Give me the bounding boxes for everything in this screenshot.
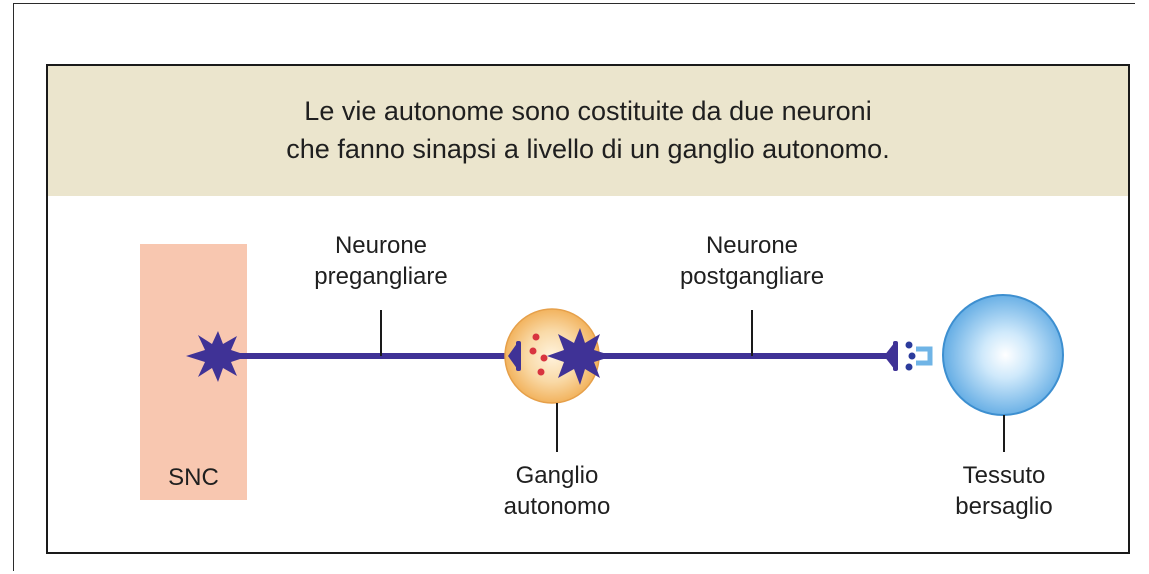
preganglionic-terminal: [508, 342, 518, 370]
neurotransmitter-dot: [908, 352, 916, 360]
preganglionic-label-line-1: Neurone: [334, 232, 428, 259]
neurotransmitter-dot: [537, 368, 545, 376]
postganglionic-label: Neurone postgangliare: [652, 230, 852, 292]
ganglion-label-line-1: Ganglio: [515, 462, 599, 489]
preganglionic-terminal-bulb: [516, 341, 521, 371]
postganglionic-terminal: [884, 342, 895, 370]
figure-box: Le vie autonome sono costituite da due n…: [46, 64, 1130, 554]
caption-line-1: Le vie autonome sono costituite da due n…: [304, 96, 872, 126]
preganglionic-label: Neurone pregangliare: [291, 230, 471, 292]
preganglionic-label-line-2: pregangliare: [314, 263, 448, 290]
neurotransmitter-dot: [905, 363, 913, 371]
neurotransmitter-dot: [905, 341, 913, 349]
postganglionic-label-line-2: postgangliare: [679, 263, 825, 290]
target-cell: [942, 294, 1064, 416]
caption-line-2: che fanno sinapsi a livello di un gangli…: [286, 134, 890, 164]
figure-caption: Le vie autonome sono costituite da due n…: [48, 92, 1128, 168]
ganglion-label: Ganglio autonomo: [477, 460, 637, 522]
cns-region: [140, 244, 247, 500]
preganglionic-soma: [186, 331, 249, 382]
cns-label: SNC: [140, 462, 247, 493]
neurotransmitter-dot: [532, 333, 540, 341]
pathway-diagram: [140, 244, 1064, 500]
target-tissue-label: Tessuto bersaglio: [924, 460, 1084, 522]
postganglionic-terminal-bulb: [893, 341, 898, 371]
ganglion-label-line-2: autonomo: [503, 493, 611, 520]
target-label-line-2: bersaglio: [955, 493, 1053, 520]
target-receptor: [916, 346, 933, 366]
cns-label-text: SNC: [168, 464, 219, 491]
page-frame: [13, 3, 1135, 571]
header-band: Le vie autonome sono costituite da due n…: [48, 66, 1128, 196]
neurotransmitter-dot: [529, 347, 537, 355]
postganglionic-label-line-1: Neurone: [705, 232, 799, 259]
neurotransmitter-dot: [540, 354, 548, 362]
target-label-line-1: Tessuto: [962, 462, 1046, 489]
postganglionic-soma: [547, 328, 613, 385]
